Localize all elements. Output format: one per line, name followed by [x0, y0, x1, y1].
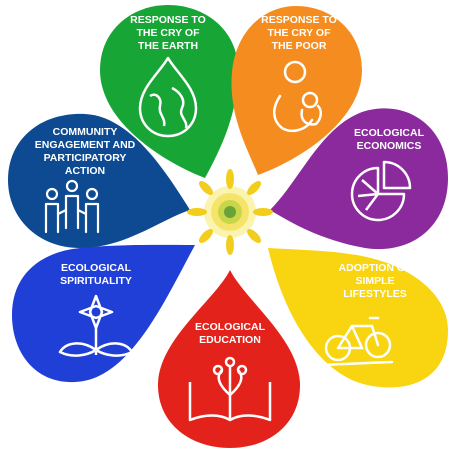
earth-droplet-icon [138, 56, 198, 138]
petal-earth [100, 5, 238, 178]
petal-spirituality [12, 244, 195, 383]
mother-child-icon [273, 60, 322, 132]
bicycle-icon [320, 316, 394, 367]
petal-poor [231, 6, 362, 175]
people-group-icon [44, 179, 100, 234]
sun-flower-icon [187, 169, 273, 255]
leaf-pie-chart-icon [350, 160, 412, 222]
cross-sprout-icon [58, 294, 134, 357]
book-tree-icon [188, 356, 272, 422]
petal-economics [270, 108, 448, 250]
petal-community [8, 113, 190, 248]
petal-lifestyles [268, 248, 448, 388]
